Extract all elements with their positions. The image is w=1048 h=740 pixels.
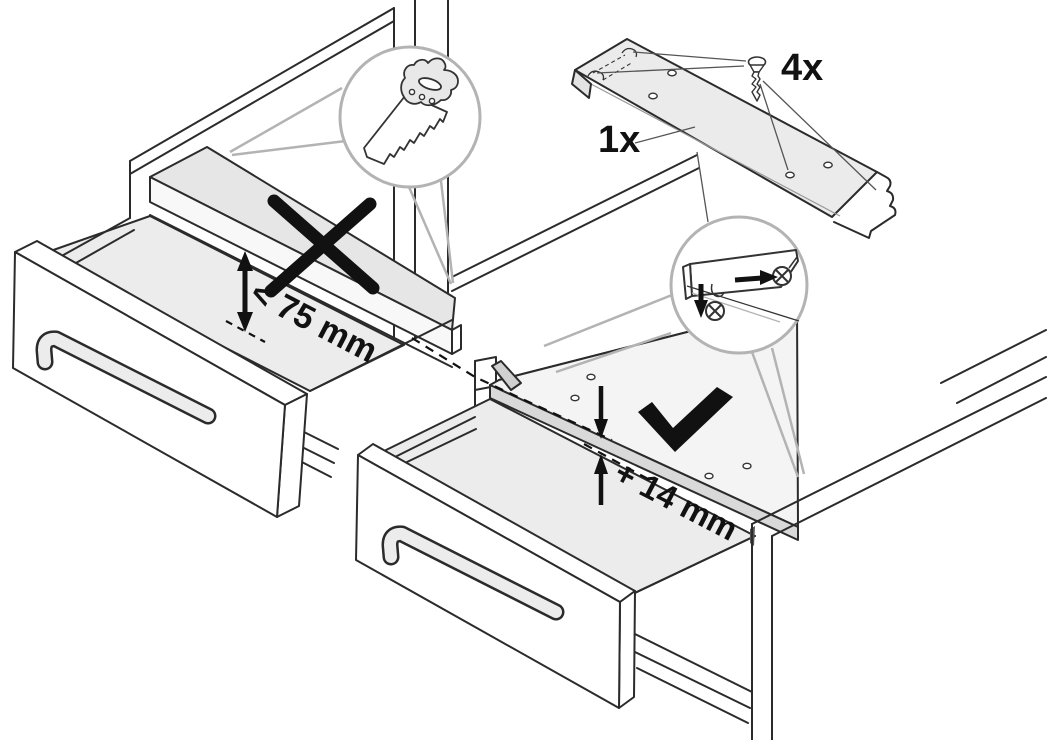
left-drawer — [12, 146, 462, 518]
bracket-callout — [543, 215, 809, 478]
cross-icon — [264, 194, 380, 298]
screw-icon — [747, 56, 767, 102]
saw-icon — [363, 57, 459, 165]
mounting-plate-part: 1x 4x — [571, 38, 897, 239]
dashed-line-right-lower — [583, 443, 649, 480]
arrow-right-icon — [734, 270, 778, 285]
double-arrow-icon — [237, 251, 253, 332]
saw-callout — [229, 45, 482, 285]
dashed-line-right-upper — [411, 337, 613, 442]
arrow-down-icon — [594, 386, 608, 439]
check-icon — [638, 387, 733, 452]
screw-head-icon — [705, 256, 798, 321]
arrow-down-small-icon — [694, 284, 708, 318]
arrow-up-icon — [594, 454, 608, 505]
screw-count-label: 4x — [781, 47, 823, 89]
left-drawer-handle — [35, 330, 217, 425]
right-drawer-handle — [381, 525, 565, 621]
plate-count-label: 1x — [598, 119, 640, 161]
bracket-detail — [682, 249, 800, 323]
